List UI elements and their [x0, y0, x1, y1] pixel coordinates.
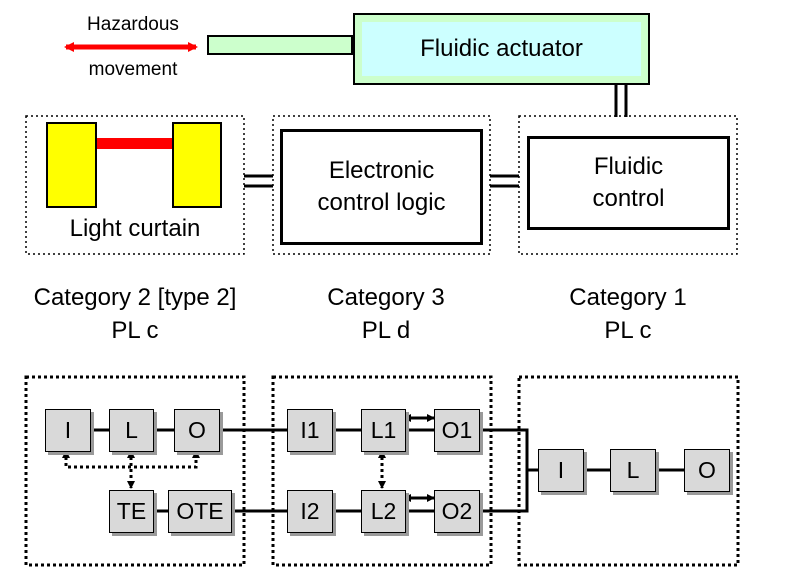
light-beam	[97, 138, 172, 149]
fluidic-control-label: Fluidic control	[592, 153, 665, 212]
logic-block-1: L1	[361, 409, 406, 452]
category-label: Category 1	[569, 284, 687, 311]
electronic-control-logic: Electronic control logic	[280, 129, 483, 245]
test-equipment-block: TE	[109, 490, 154, 533]
input-block-2: I2	[287, 490, 333, 533]
logic-block: L	[109, 409, 154, 452]
input-block: I	[45, 409, 91, 452]
category-label: Category 2 [type 2]	[33, 284, 237, 311]
cat1-frame	[517, 375, 740, 567]
hazard-label-line1: Hazardous	[87, 14, 179, 35]
actuator-label: Fluidic actuator	[362, 22, 641, 76]
fluidic-actuator: Fluidic actuator	[353, 13, 650, 85]
fluidic-control-frame	[518, 115, 738, 255]
output-block-1: O1	[434, 409, 480, 452]
test-output-block: OTE	[168, 490, 232, 533]
cat2-frame	[24, 375, 246, 567]
logic-block: L	[610, 449, 656, 492]
pl-label: PL d	[361, 317, 411, 344]
output-block: O	[174, 409, 220, 452]
light-curtain-emitter	[46, 122, 97, 208]
category-label: Category 3	[327, 284, 445, 311]
hazard-label-line2: movement	[88, 59, 178, 80]
fluidic-control: Fluidic control	[527, 136, 730, 230]
cat3-frame	[271, 375, 493, 567]
ecl-label: Electronic control logic	[317, 157, 446, 216]
output-block: O	[684, 449, 730, 492]
actuator-rod	[207, 35, 353, 55]
input-block-1: I1	[287, 409, 333, 452]
pl-label: PL c	[604, 317, 652, 344]
input-block: I	[538, 449, 584, 492]
light-curtain-label: Light curtain	[69, 215, 201, 242]
output-block-2: O2	[434, 490, 480, 533]
pl-label: PL c	[111, 317, 159, 344]
light-curtain-receiver	[172, 122, 222, 208]
logic-block-2: L2	[361, 490, 406, 533]
